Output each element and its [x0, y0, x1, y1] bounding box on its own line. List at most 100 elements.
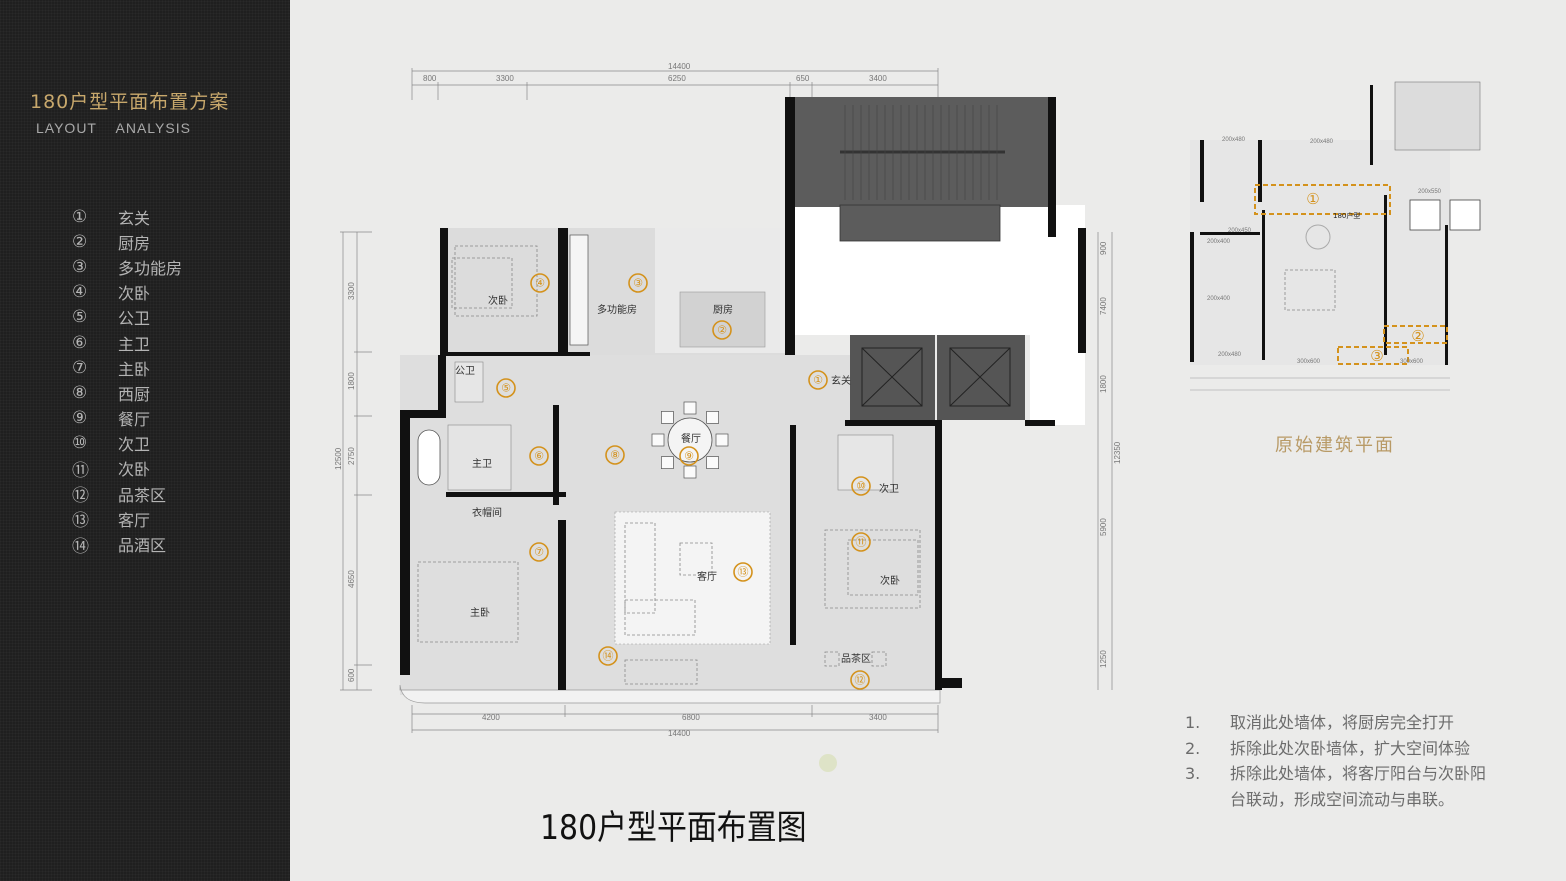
- dim-right: 7400: [1099, 297, 1108, 315]
- dim-top: 800: [423, 74, 437, 83]
- room-marker: ⑩: [856, 480, 866, 493]
- dining-chair: [661, 411, 674, 424]
- marker-circle: [598, 646, 618, 666]
- orig-dim: 200x450: [1228, 228, 1252, 234]
- dining-chair: [706, 411, 719, 424]
- room-label: 主卧: [470, 606, 490, 619]
- room-label: 多功能房: [597, 303, 637, 316]
- legend-label: 主卫: [118, 334, 151, 354]
- room-label: 玄关: [831, 374, 851, 387]
- dim-bottom: 4200: [482, 713, 500, 722]
- marker-circle: [712, 320, 732, 340]
- dim-right: 1250: [1099, 650, 1108, 668]
- orig-dim: 300x600: [1400, 359, 1424, 365]
- legend-number: ⑥: [72, 332, 88, 353]
- slide-subtitle: LAYOUT ANALYSIS: [36, 120, 191, 136]
- room-marker: ⑭: [603, 650, 614, 663]
- room-marker: ⑤: [501, 382, 511, 395]
- legend-number: ③: [72, 256, 88, 277]
- dim-left: 3300: [347, 282, 356, 300]
- note-number: 1.: [1185, 713, 1201, 732]
- orig-dim: 200x480: [1222, 137, 1246, 143]
- legend-label: 厨房: [118, 233, 151, 253]
- note-number: 3.: [1185, 764, 1201, 783]
- dim-left: 600: [347, 668, 356, 682]
- legend-label: 公卫: [118, 309, 151, 329]
- legend-label: 次卫: [118, 435, 151, 455]
- legend-number: ①: [72, 206, 88, 227]
- marker-circle: [628, 273, 648, 293]
- room-label: 公卫: [455, 366, 475, 377]
- furniture: [417, 234, 921, 685]
- marker-circle: [851, 476, 871, 496]
- note-item: 台联动，形成空间流动与串联。: [1185, 787, 1486, 813]
- room-label: 厨房: [713, 303, 733, 316]
- room-label: 主卫: [472, 458, 492, 470]
- marker-circle: [808, 370, 828, 390]
- legend-item: ⑩ 次卫: [72, 431, 182, 456]
- marker-circle: [530, 273, 550, 293]
- room-labels: 次卧 多功能房 厨房 公卫 主卫 衣帽间 主卧 餐厅 客厅 次卫 次卧 品茶区 …: [455, 294, 900, 665]
- room-marker: ⑧: [610, 449, 620, 462]
- marker-circle: [496, 378, 516, 398]
- dining-chair: [706, 456, 719, 469]
- dining-chair: [683, 401, 697, 415]
- legend-label: 品酒区: [118, 536, 167, 556]
- dim-top-total: 14400: [668, 62, 691, 71]
- dim-left: 1800: [347, 372, 356, 390]
- dim-left: 4650: [347, 570, 356, 588]
- top-dimensions: [411, 68, 939, 100]
- room-marker: ⑥: [534, 450, 544, 463]
- orig-dim: 200x550: [1418, 189, 1442, 195]
- dim-left: 2750: [347, 447, 356, 465]
- elevators: [850, 335, 1025, 420]
- room-marker: ③: [633, 277, 643, 290]
- dim-right-total: 12350: [1113, 441, 1122, 464]
- room-marker: ①: [813, 374, 823, 387]
- note-item: 2. 拆除此处次卧墙体，扩大空间体验: [1185, 736, 1486, 762]
- dim-left-total: 12500: [334, 447, 343, 470]
- legend-number: ⑤: [72, 307, 88, 328]
- note-number: 2.: [1185, 738, 1201, 758]
- room-marker: ⑪: [856, 536, 867, 549]
- dim-right: 900: [1099, 241, 1108, 255]
- marker-circle: [679, 446, 699, 466]
- dining-chair: [715, 433, 729, 447]
- left-dimensions: [340, 231, 372, 691]
- legend-number: ⑩: [72, 433, 88, 454]
- marker-circle: [850, 670, 870, 690]
- room-label: 餐厅: [681, 432, 701, 445]
- legend-label: 品茶区: [118, 485, 167, 505]
- room-label: 次卫: [879, 482, 899, 495]
- legend-number: ⑫: [72, 486, 89, 507]
- dim-top: 3400: [869, 74, 887, 83]
- marker-circle: [851, 532, 871, 552]
- marker-circle: [605, 445, 625, 465]
- dim-bottom: 3400: [869, 713, 887, 722]
- room-marker: ⑫: [855, 674, 866, 687]
- decorative-dot: [819, 754, 837, 772]
- legend-label: 多功能房: [118, 258, 183, 278]
- bottom-dimensions: [411, 705, 939, 733]
- note-item: 1.取消此处墙体，将厨房完全打开: [1185, 710, 1486, 736]
- dim-bottom-total: 14400: [668, 729, 691, 738]
- dim-top: 6250: [668, 74, 686, 83]
- room-label: 次卧: [488, 294, 508, 307]
- room-label: 客厅: [697, 570, 717, 583]
- note-text: 拆除此处次卧墙体，扩大空间体验: [1230, 738, 1471, 758]
- orig-dim: 200x480: [1218, 352, 1242, 358]
- right-dimensions: [1097, 232, 1113, 690]
- orig-dim: 200x480: [1310, 139, 1334, 145]
- legend-number: ⑨: [72, 408, 88, 429]
- walls: [400, 97, 1086, 690]
- orig-dim: 200x400: [1207, 296, 1231, 302]
- room-label: 品茶区: [841, 652, 871, 665]
- legend-number: ④: [72, 282, 88, 303]
